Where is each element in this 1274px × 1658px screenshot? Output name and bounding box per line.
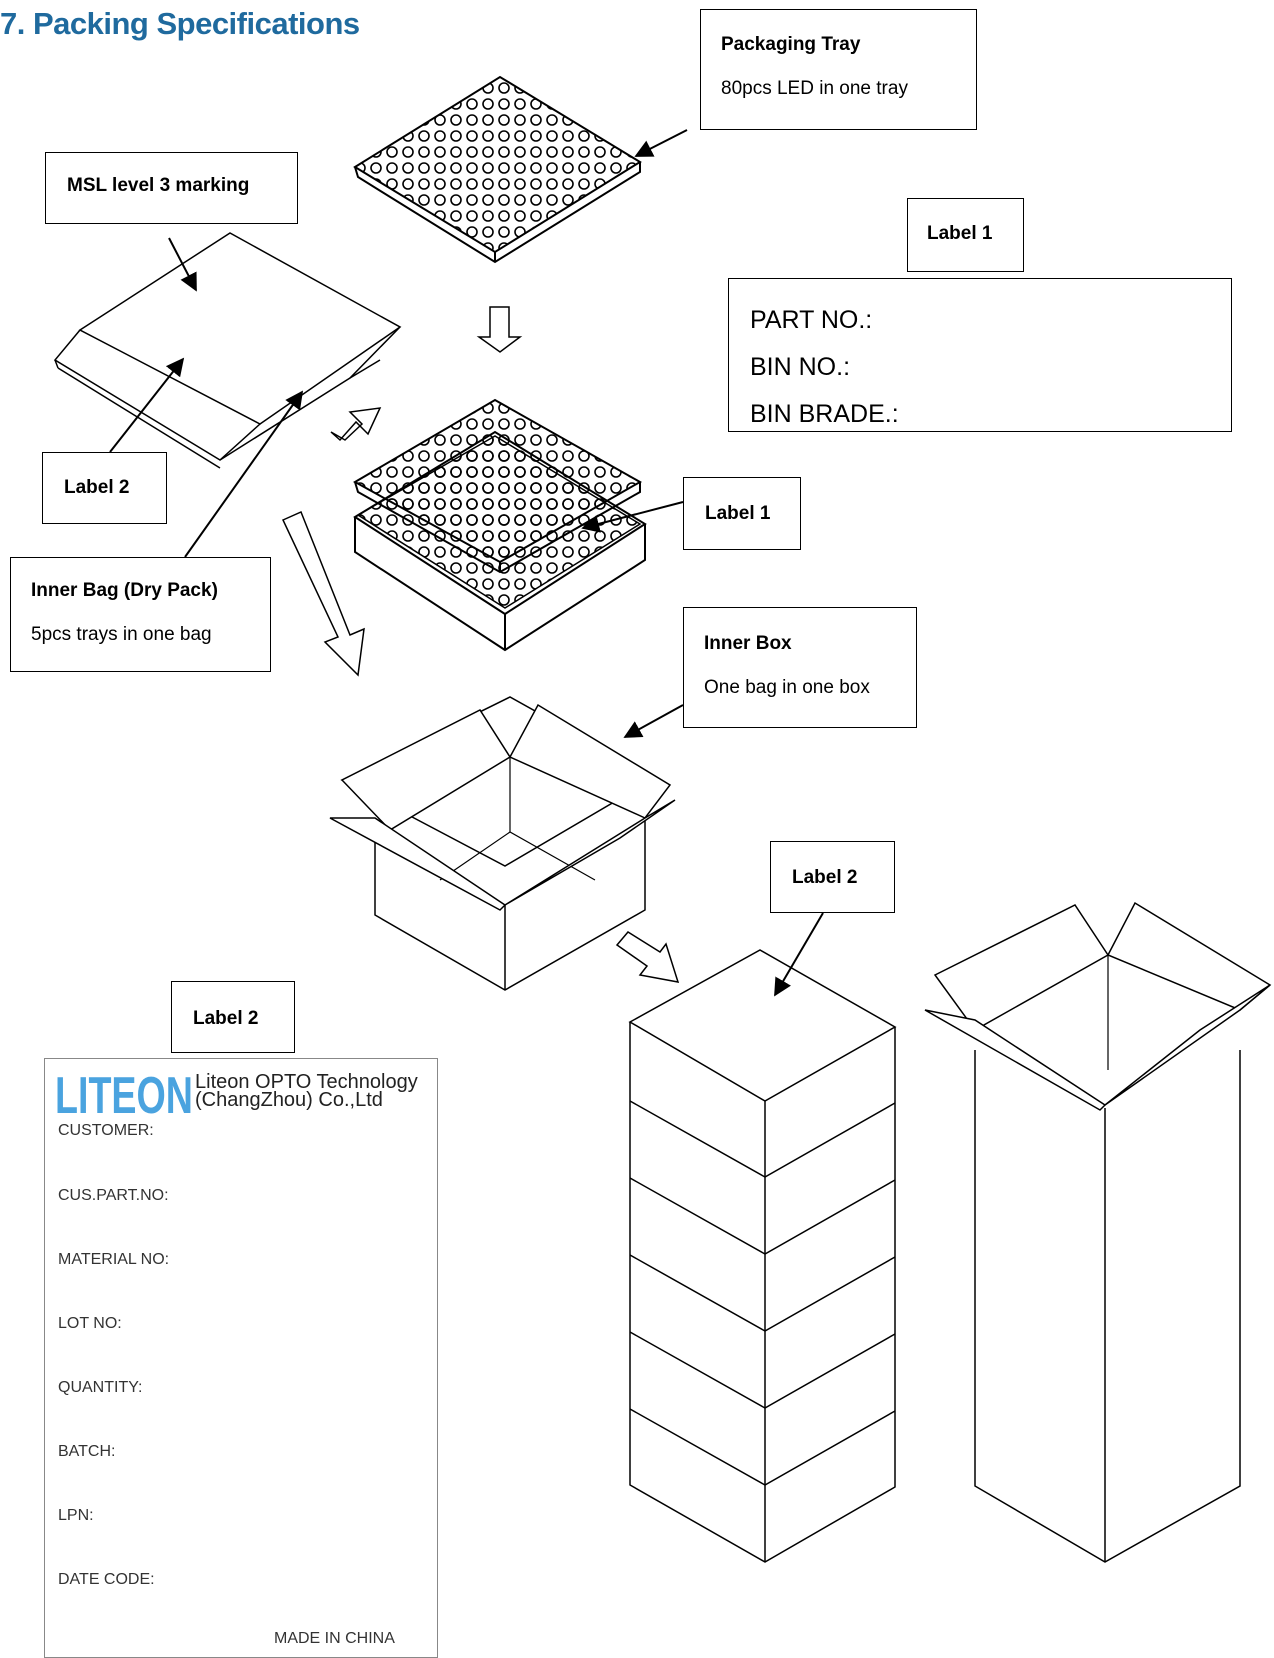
packaging-tray-icon bbox=[353, 75, 642, 264]
label1-bin-grade: BIN BRADE.: bbox=[750, 400, 899, 428]
label2-lot-no: LOT NO: bbox=[58, 1315, 122, 1332]
label2-material-no: MATERIAL NO: bbox=[58, 1251, 170, 1268]
company-name: Liteon OPTO Technology (ChangZhou) Co.,L… bbox=[195, 1071, 418, 1111]
callout-msl-marking: MSL level 3 marking bbox=[45, 152, 298, 224]
liteon-logo-text: LITEON bbox=[55, 1071, 193, 1117]
callout-arrows bbox=[109, 129, 824, 997]
label2-date-code: DATE CODE: bbox=[58, 1571, 155, 1588]
label1-card: PART NO.: BIN NO.: BIN BRADE.: bbox=[728, 278, 1232, 432]
label1-bin-no: BIN NO.: bbox=[750, 353, 851, 381]
callout-label1-header: Label 1 bbox=[907, 198, 1024, 272]
inner-box-icon bbox=[329, 696, 676, 991]
callout-inner-box: Inner Box One bag in one box bbox=[683, 607, 917, 728]
callout-label2-stack: Label 2 bbox=[770, 841, 895, 913]
callout-label2-header: Label 2 bbox=[171, 981, 295, 1053]
label2-customer: CUSTOMER: bbox=[58, 1122, 154, 1139]
callout-inner-bag: Inner Bag (Dry Pack) 5pcs trays in one b… bbox=[10, 557, 271, 672]
callout-title: Label 2 bbox=[64, 477, 130, 498]
company-line2: (ChangZhou) Co.,Ltd bbox=[195, 1089, 383, 1111]
label2-made-in: MADE IN CHINA bbox=[274, 1630, 395, 1647]
callout-title: Label 2 bbox=[792, 867, 858, 888]
arrow-down-icon bbox=[476, 306, 523, 353]
liteon-logo-icon: LITEON bbox=[55, 1071, 193, 1117]
arrow-down-diagonal-icon bbox=[281, 510, 365, 677]
callout-title: Label 1 bbox=[705, 503, 771, 524]
callout-title: Label 1 bbox=[927, 223, 993, 244]
label1-part-no: PART NO.: bbox=[750, 306, 873, 334]
callout-subtitle: 5pcs trays in one bag bbox=[31, 624, 212, 645]
arrow-up-left-icon bbox=[330, 407, 382, 442]
label2-lpn: LPN: bbox=[58, 1507, 94, 1524]
label2-cus-part-no: CUS.PART.NO: bbox=[58, 1187, 169, 1204]
company-line1: Liteon OPTO Technology bbox=[195, 1071, 418, 1093]
callout-label2-bag: Label 2 bbox=[42, 452, 167, 524]
outer-box-icon bbox=[924, 901, 1272, 1563]
arrow-right-icon bbox=[615, 931, 680, 983]
callout-label1-tray: Label 1 bbox=[683, 477, 801, 550]
stacked-boxes-icon bbox=[628, 949, 897, 1563]
label2-quantity: QUANTITY: bbox=[58, 1379, 143, 1396]
callout-title: Packaging Tray bbox=[721, 34, 861, 55]
callout-title: Inner Bag (Dry Pack) bbox=[31, 580, 218, 601]
label2-card: LITEON Liteon OPTO Technology (ChangZhou… bbox=[44, 1058, 438, 1658]
inner-bag-icon bbox=[53, 232, 402, 469]
callout-title: Inner Box bbox=[704, 633, 792, 654]
callout-title: Label 2 bbox=[193, 1008, 259, 1029]
callout-subtitle: 80pcs LED in one tray bbox=[721, 78, 908, 99]
callout-subtitle: One bag in one box bbox=[704, 677, 870, 698]
label2-batch: BATCH: bbox=[58, 1443, 116, 1460]
stacked-trays-icon bbox=[352, 398, 647, 652]
callout-packaging-tray: Packaging Tray 80pcs LED in one tray bbox=[700, 9, 977, 130]
page-title: 7. Packing Specifications bbox=[0, 6, 360, 41]
callout-title: MSL level 3 marking bbox=[67, 175, 250, 196]
